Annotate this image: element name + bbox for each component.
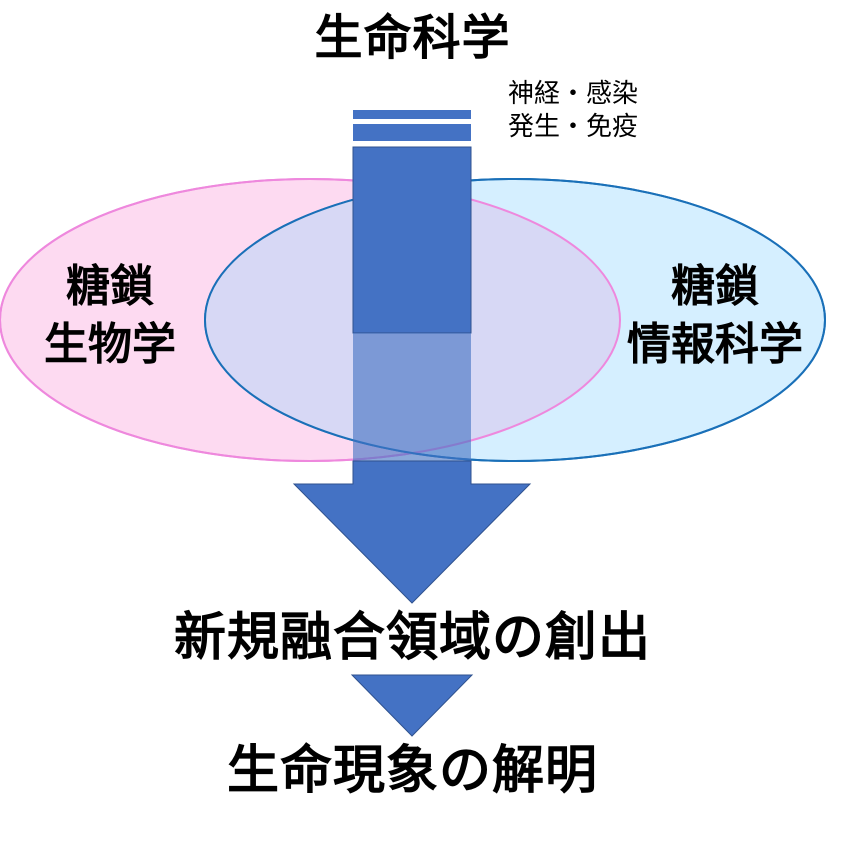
small-down-arrow	[350, 674, 474, 737]
new-fusion-field-text: 新規融合領域の創出	[173, 608, 651, 668]
left-circle-outline	[0, 178, 621, 462]
arrow-stripe-2	[353, 124, 471, 141]
arrow-shaft-translucent	[353, 333, 471, 461]
left-label-line-1: 糖鎖	[66, 261, 154, 312]
arrow-stripe-1	[353, 110, 471, 119]
right-circle-label: 糖鎖 情報科学	[612, 258, 818, 374]
research-fields-line-2: 発生・免疫	[508, 112, 639, 142]
research-fields-note: 神経・感染 発生・免疫	[508, 78, 638, 144]
left-label-line-2: 生物学	[44, 319, 176, 370]
research-fields-line-1: 神経・感染	[508, 79, 639, 109]
right-label-line-2: 情報科学	[627, 319, 803, 370]
right-label-line-1: 糖鎖	[671, 261, 759, 312]
right-circle-outline	[204, 178, 826, 462]
life-science-title: 生命科学	[314, 10, 511, 66]
arrow-shaft-solid	[352, 146, 472, 334]
main-down-arrow	[292, 460, 532, 604]
life-phenomena-text: 生命現象の解明	[226, 741, 598, 801]
left-circle-label: 糖鎖 生物学	[30, 258, 190, 374]
